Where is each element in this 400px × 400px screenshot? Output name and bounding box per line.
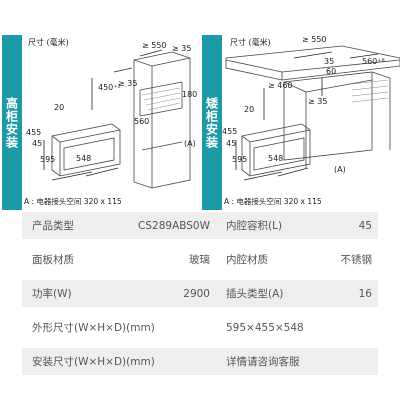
- spec-value-cavity: 不锈钢: [340, 254, 373, 266]
- spec-label-dimensions: 外形尺寸(W×H×D)(mm): [32, 322, 155, 334]
- spec-value-power: 2900: [183, 287, 210, 300]
- low-dim-20: 20: [244, 105, 254, 114]
- tall-dim-45: 45: [32, 139, 42, 148]
- spec-value-product-type: CS289ABS0W: [138, 219, 210, 232]
- spec-row-dimensions: 外形尺寸(W×H×D)(mm) 595×455×548: [22, 314, 378, 341]
- low-cabinet-diagram: ≥ 550 35 60 560⁺⁸ ≥ 460 ≥ 35 (A) 20 455 …: [222, 35, 400, 181]
- low-dim-35: 35: [324, 57, 334, 66]
- low-cabinet-label: 矮柜安装: [202, 35, 222, 210]
- tall-cabinet-title: 尺寸 (毫米): [28, 38, 69, 47]
- spec-value-plug: 16: [358, 287, 372, 300]
- tall-dim-450: 450⁺²: [98, 83, 121, 92]
- tall-dim-548: 548: [76, 154, 91, 163]
- spec-label-panel: 面板材质: [32, 254, 74, 266]
- tall-cabinet-diagram: ≥ 550 ≥ 35 450⁺² ≥ 35 180 560 (A) 20 455…: [26, 41, 197, 189]
- tall-dim-20: 20: [54, 103, 64, 112]
- low-dim-550: ≥ 550: [302, 35, 327, 44]
- installation-diagrams: 高柜安装 尺寸 (毫米) ≥ 550: [2, 35, 400, 210]
- tall-dim-550: ≥ 550: [142, 41, 167, 50]
- low-dim-548: 548: [268, 154, 283, 163]
- spec-row-install: 安装尺寸(W×H×D)(mm) 详情请咨询客服: [22, 348, 378, 375]
- spec-value-dimensions: 595×455×548: [226, 321, 304, 334]
- spec-label-capacity: 内腔容积(L): [226, 220, 283, 232]
- tall-cabinet-label: 高柜安装: [2, 35, 22, 210]
- tall-dim-35-mid: ≥ 35: [118, 79, 137, 88]
- spec-row-power: 功率(W) 2900 插头类型(A) 16: [22, 280, 378, 307]
- spec-label-power: 功率(W): [32, 288, 72, 300]
- tall-dim-595: 595: [40, 155, 55, 164]
- low-cabinet-title: 尺寸 (毫米): [230, 38, 271, 47]
- spec-label-install: 安装尺寸(W×H×D)(mm): [32, 356, 155, 368]
- spec-value-panel: 玻璃: [189, 254, 210, 266]
- tall-dim-560: 560: [134, 117, 149, 126]
- low-dim-35-side: ≥ 35: [308, 97, 327, 106]
- spec-label-plug: 插头类型(A): [226, 288, 284, 300]
- low-dim-60: 60: [326, 67, 336, 76]
- spec-table: 产品类型 CS289ABS0W 内腔容积(L) 45 面板材质 玻璃 内腔材质 …: [22, 212, 378, 382]
- low-dim-a: (A): [334, 165, 346, 174]
- spec-label-cavity: 内腔材质: [226, 254, 268, 266]
- spec-row-panel: 面板材质 玻璃 内腔材质 不锈钢: [22, 246, 378, 273]
- low-dim-455: 455: [222, 127, 237, 136]
- low-dim-460: ≥ 460: [268, 81, 293, 90]
- low-dim-595: 595: [232, 155, 247, 164]
- spec-value-capacity: 45: [358, 219, 372, 232]
- low-cabinet-note: A : 电器接头空间 320 x 115: [224, 197, 322, 206]
- spec-row-product-type: 产品类型 CS289ABS0W 内腔容积(L) 45: [22, 212, 378, 239]
- spec-value-install: 详情请咨询客服: [226, 356, 300, 368]
- tall-dim-455: 455: [26, 128, 41, 137]
- tall-dim-180: 180: [182, 90, 197, 99]
- tall-dim-a: (A): [184, 139, 196, 148]
- tall-cabinet-note: A : 电器接头空间 320 x 115: [24, 197, 122, 206]
- low-dim-45: 45: [226, 139, 236, 148]
- low-dim-560: 560⁺⁸: [362, 57, 385, 66]
- tall-dim-35-top: ≥ 35: [172, 44, 191, 53]
- spec-label-product-type: 产品类型: [32, 220, 74, 232]
